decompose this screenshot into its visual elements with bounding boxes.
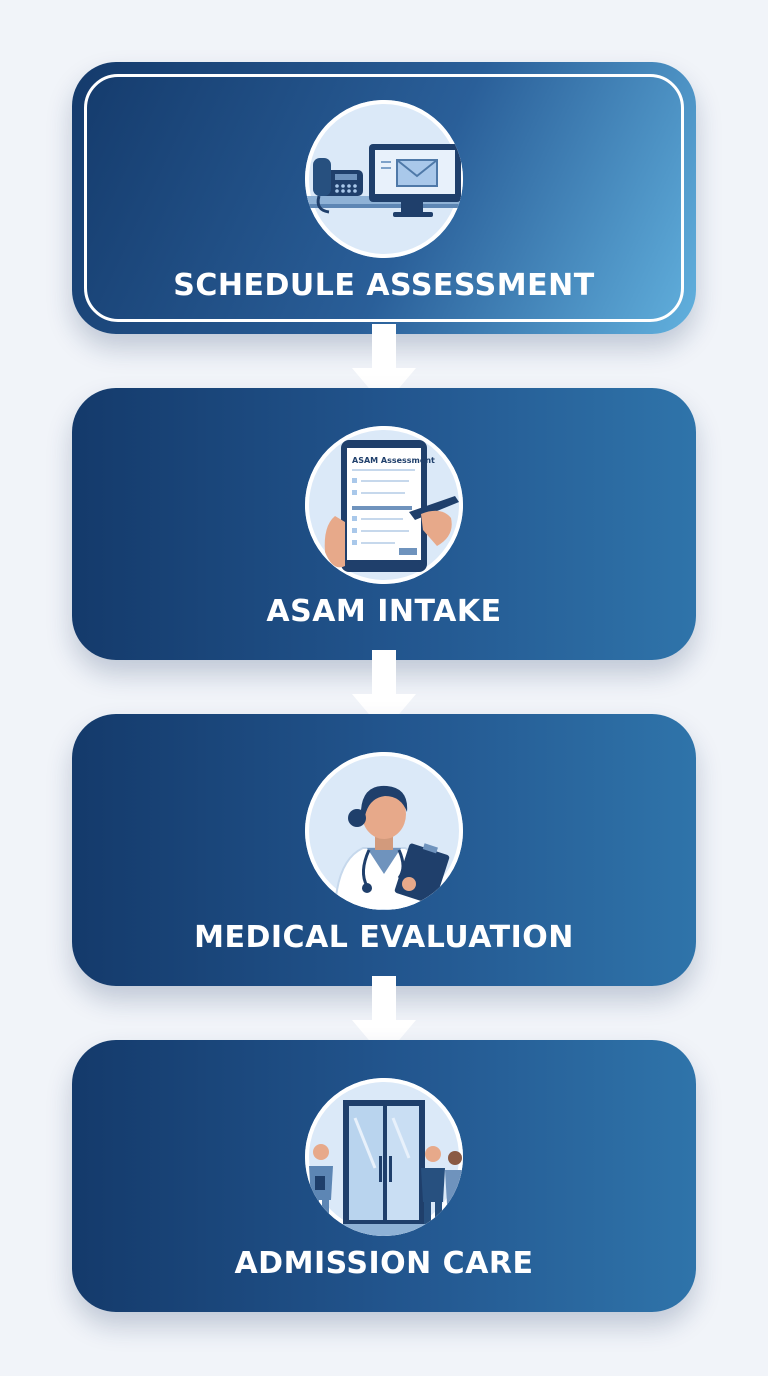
step-label: MEDICAL EVALUATION — [194, 920, 574, 955]
step-label: SCHEDULE ASSESSMENT — [173, 268, 595, 303]
form-title: ASAM Assessment — [352, 456, 435, 465]
phone-and-computer-icon — [305, 100, 463, 258]
down-arrow-icon — [352, 650, 416, 732]
staff-at-entrance-icon — [305, 1078, 463, 1236]
step-card-schedule-assessment: SCHEDULE ASSESSMENT — [72, 62, 696, 334]
down-arrow-icon — [352, 324, 416, 406]
down-arrow-icon — [352, 976, 416, 1058]
step-card-asam-intake: ASAM Assessment ASAM I — [72, 388, 696, 660]
doctor-with-clipboard-icon — [305, 752, 463, 910]
step-card-admission-care: ADMISSION CARE — [72, 1040, 696, 1312]
step-label: ASAM INTAKE — [266, 594, 502, 629]
tablet-form-icon: ASAM Assessment — [305, 426, 463, 584]
step-label: ADMISSION CARE — [234, 1246, 534, 1281]
step-card-medical-evaluation: MEDICAL EVALUATION — [72, 714, 696, 986]
